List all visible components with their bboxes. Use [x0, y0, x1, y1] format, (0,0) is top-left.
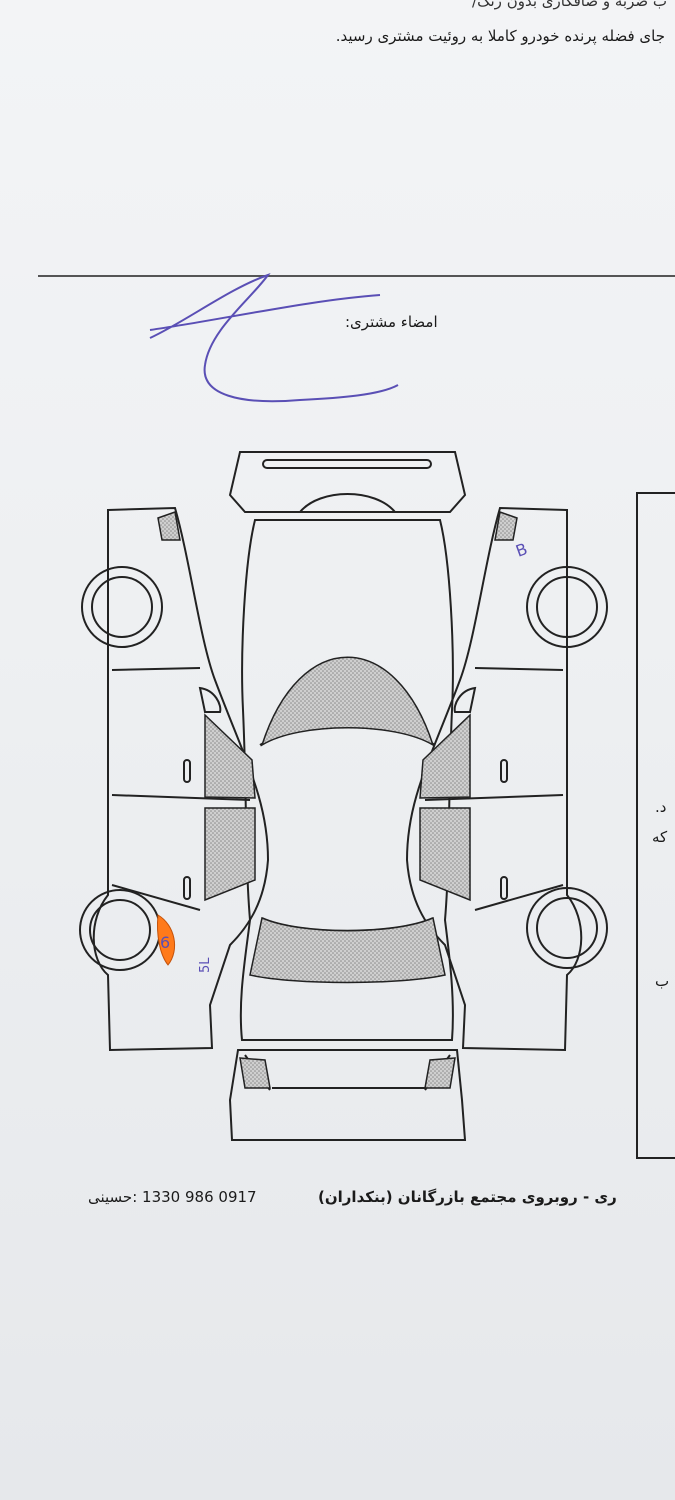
notes-fragment-c: ب — [655, 972, 670, 990]
notes-fragment-b: که — [652, 828, 668, 846]
notes-box — [636, 492, 675, 1159]
annotation-right-front: B — [513, 539, 530, 561]
left-rear-wheel — [79, 889, 161, 971]
right-front-wheel — [526, 566, 608, 648]
header-line-1: ب ضربه و صافکاری بدون رنگ/ — [472, 0, 667, 10]
right-side-body — [405, 506, 583, 1052]
notes-fragment-a: د. — [655, 798, 667, 816]
right-rear-window — [419, 807, 471, 902]
header-line-2: جای فضله پرنده خودرو کاملا به روئیت مشتر… — [335, 27, 665, 45]
front-bumper — [228, 451, 467, 513]
footer-contact: 0917 986 1330 :حسینی — [88, 1188, 257, 1206]
left-front-wheel — [81, 566, 163, 648]
windshield — [260, 656, 435, 747]
damage-marker — [157, 914, 176, 966]
right-rear-wheel — [526, 887, 608, 969]
annotation-left-rear: 6 — [160, 933, 170, 952]
left-rear-window — [204, 807, 256, 902]
right-front-window — [419, 713, 471, 799]
signature-rule — [38, 275, 675, 277]
customer-signature-label: امضاء مشتری: — [345, 313, 438, 331]
left-front-window — [204, 713, 256, 799]
customer-signature — [149, 273, 399, 403]
rear-window — [249, 916, 446, 984]
footer-address: ری - روبروی مجتمع بازرگانان (بنکداران) — [318, 1188, 617, 1206]
rear-bumper — [228, 1049, 467, 1141]
annotation-left-side: 5L — [198, 957, 213, 973]
car-top-body — [239, 519, 454, 1041]
